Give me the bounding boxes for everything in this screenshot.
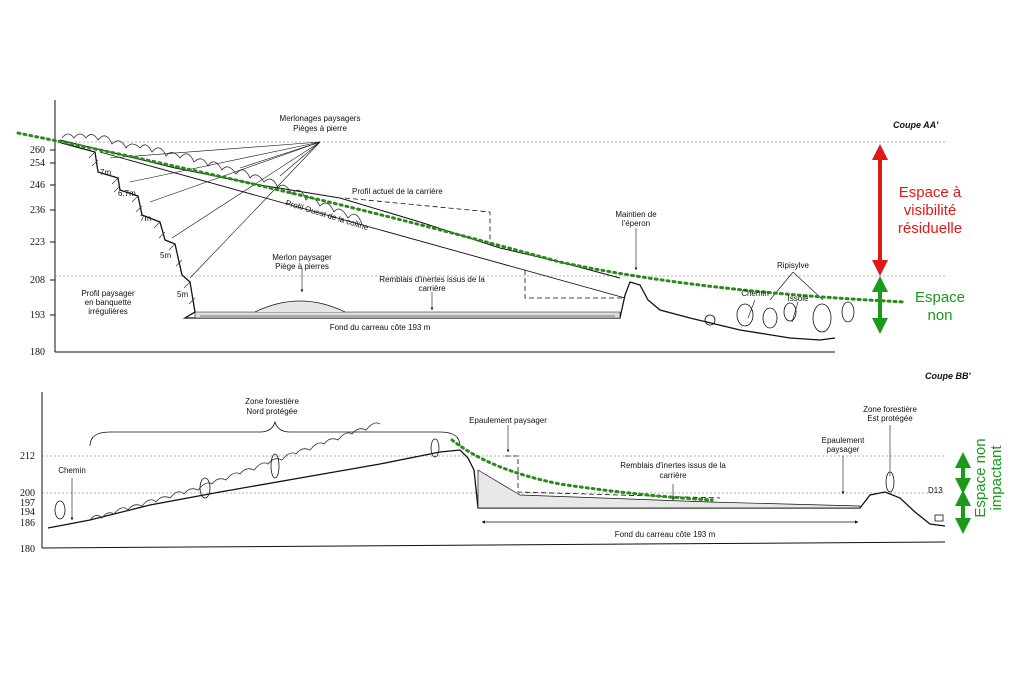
label-zone-est-2: Est protégée [867, 414, 913, 423]
ripisylve-trees [704, 301, 855, 333]
label-profil-actuel: Profil actuel de la carrière [352, 187, 443, 196]
label-remblais-b-2: carrière [659, 471, 687, 480]
tick-180: 180 [30, 347, 45, 358]
section-b-title: Coupe BB' [925, 371, 971, 381]
label-profil-paysager-1: Profil paysager [81, 289, 135, 298]
profil-ouest-line [99, 151, 626, 299]
bench-hatching [88, 151, 196, 305]
axis-b-ticks: 212 200 197 194 186 180 [20, 451, 35, 555]
label-merlon-2: Piège à pierres [275, 262, 329, 271]
tick-254: 254 [30, 158, 45, 169]
remblais-b [477, 469, 861, 509]
quarry-floor [194, 311, 621, 319]
label-ripisylve: Ripisylve [777, 261, 810, 270]
label-epaulement2-1: Epaulement [822, 436, 865, 445]
visibility-line-a [16, 131, 907, 304]
label-dim-5b: 5m [177, 290, 188, 299]
tick-223: 223 [30, 237, 45, 248]
visibility-line-b [450, 438, 714, 502]
tick-208: 208 [30, 275, 45, 286]
vegetation-b [89, 422, 381, 521]
tick-200: 200 [20, 488, 35, 499]
brace-zone-nord [89, 420, 461, 447]
axis-b-horizontal [41, 541, 946, 549]
label-epaulement-1: Epaulement paysager [469, 416, 547, 425]
tick-260: 260 [30, 145, 45, 156]
merlon-mound [254, 300, 346, 313]
label-chemin-a: Chemin [741, 289, 769, 298]
tick-186: 186 [20, 518, 35, 529]
label-zone-nord-1: Zone forestière [245, 397, 299, 406]
section-aa: 260 254 246 236 223 208 193 180 [16, 100, 965, 358]
label-fond-a: Fond du carreau côte 193 m [330, 323, 431, 332]
profil-dashed [344, 197, 625, 299]
label-remblais-a-2: carrière [418, 284, 446, 293]
label-dim-7b: 7m [140, 214, 151, 223]
tick-194: 194 [20, 507, 35, 518]
legend-green-b-1: Espace non [972, 438, 989, 517]
label-dim-7a: 7m [100, 168, 111, 177]
legend-red-2: visibilité [904, 202, 957, 219]
terrain-b [47, 449, 946, 529]
label-maintien-2: l'éperon [622, 219, 650, 228]
label-profil-paysager-3: irrégulières [88, 307, 128, 316]
label-dim-67: 6.7m [118, 189, 136, 198]
tick-180: 180 [20, 544, 35, 555]
section-a-title: Coupe AA' [893, 120, 939, 130]
label-profil-paysager-2: en banquette [85, 298, 132, 307]
legend-red-3: résiduelle [898, 220, 962, 237]
legend-green-a-2: non [927, 307, 952, 324]
label-merlon-1: Merlon paysager [272, 253, 332, 262]
merlonages-leaders [109, 141, 321, 279]
label-zone-est-1: Zone forestière [863, 405, 917, 414]
tick-193: 193 [30, 310, 45, 321]
trees-b [54, 438, 944, 522]
label-zone-nord-2: Nord protégée [246, 407, 298, 416]
tick-246: 246 [30, 180, 45, 191]
label-merlonages-1: Merlonages paysagers [280, 114, 361, 123]
axis-a-ticks: 260 254 246 236 223 208 193 180 [30, 145, 55, 358]
legend-green-a-1: Espace [915, 289, 965, 306]
label-epaulement2-2: paysager [827, 445, 860, 454]
legend-red-1: Espace à [899, 184, 962, 201]
quarry-benches [57, 141, 836, 341]
legend-green-b-2: impactant [988, 445, 1005, 511]
section-bb: 212 200 197 194 186 180 [20, 371, 1005, 555]
tick-236: 236 [30, 205, 45, 216]
label-dim-5a: 5m [160, 251, 171, 260]
label-merlonages-2: Pièges à pierre [293, 124, 347, 133]
label-remblais-a-1: Remblais d'inertes issus de la [379, 275, 485, 284]
label-maintien-1: Maintien de [615, 210, 657, 219]
label-remblais-b-1: Remblais d'inertes issus de la [620, 461, 726, 470]
label-d13: D13 [928, 486, 943, 495]
tick-212: 212 [20, 451, 35, 462]
label-issole: Issole [788, 294, 809, 303]
tick-197: 197 [20, 498, 35, 509]
label-fond-b: Fond du carreau côte 193 m [615, 530, 716, 539]
label-chemin-b: Chemin [58, 466, 86, 475]
